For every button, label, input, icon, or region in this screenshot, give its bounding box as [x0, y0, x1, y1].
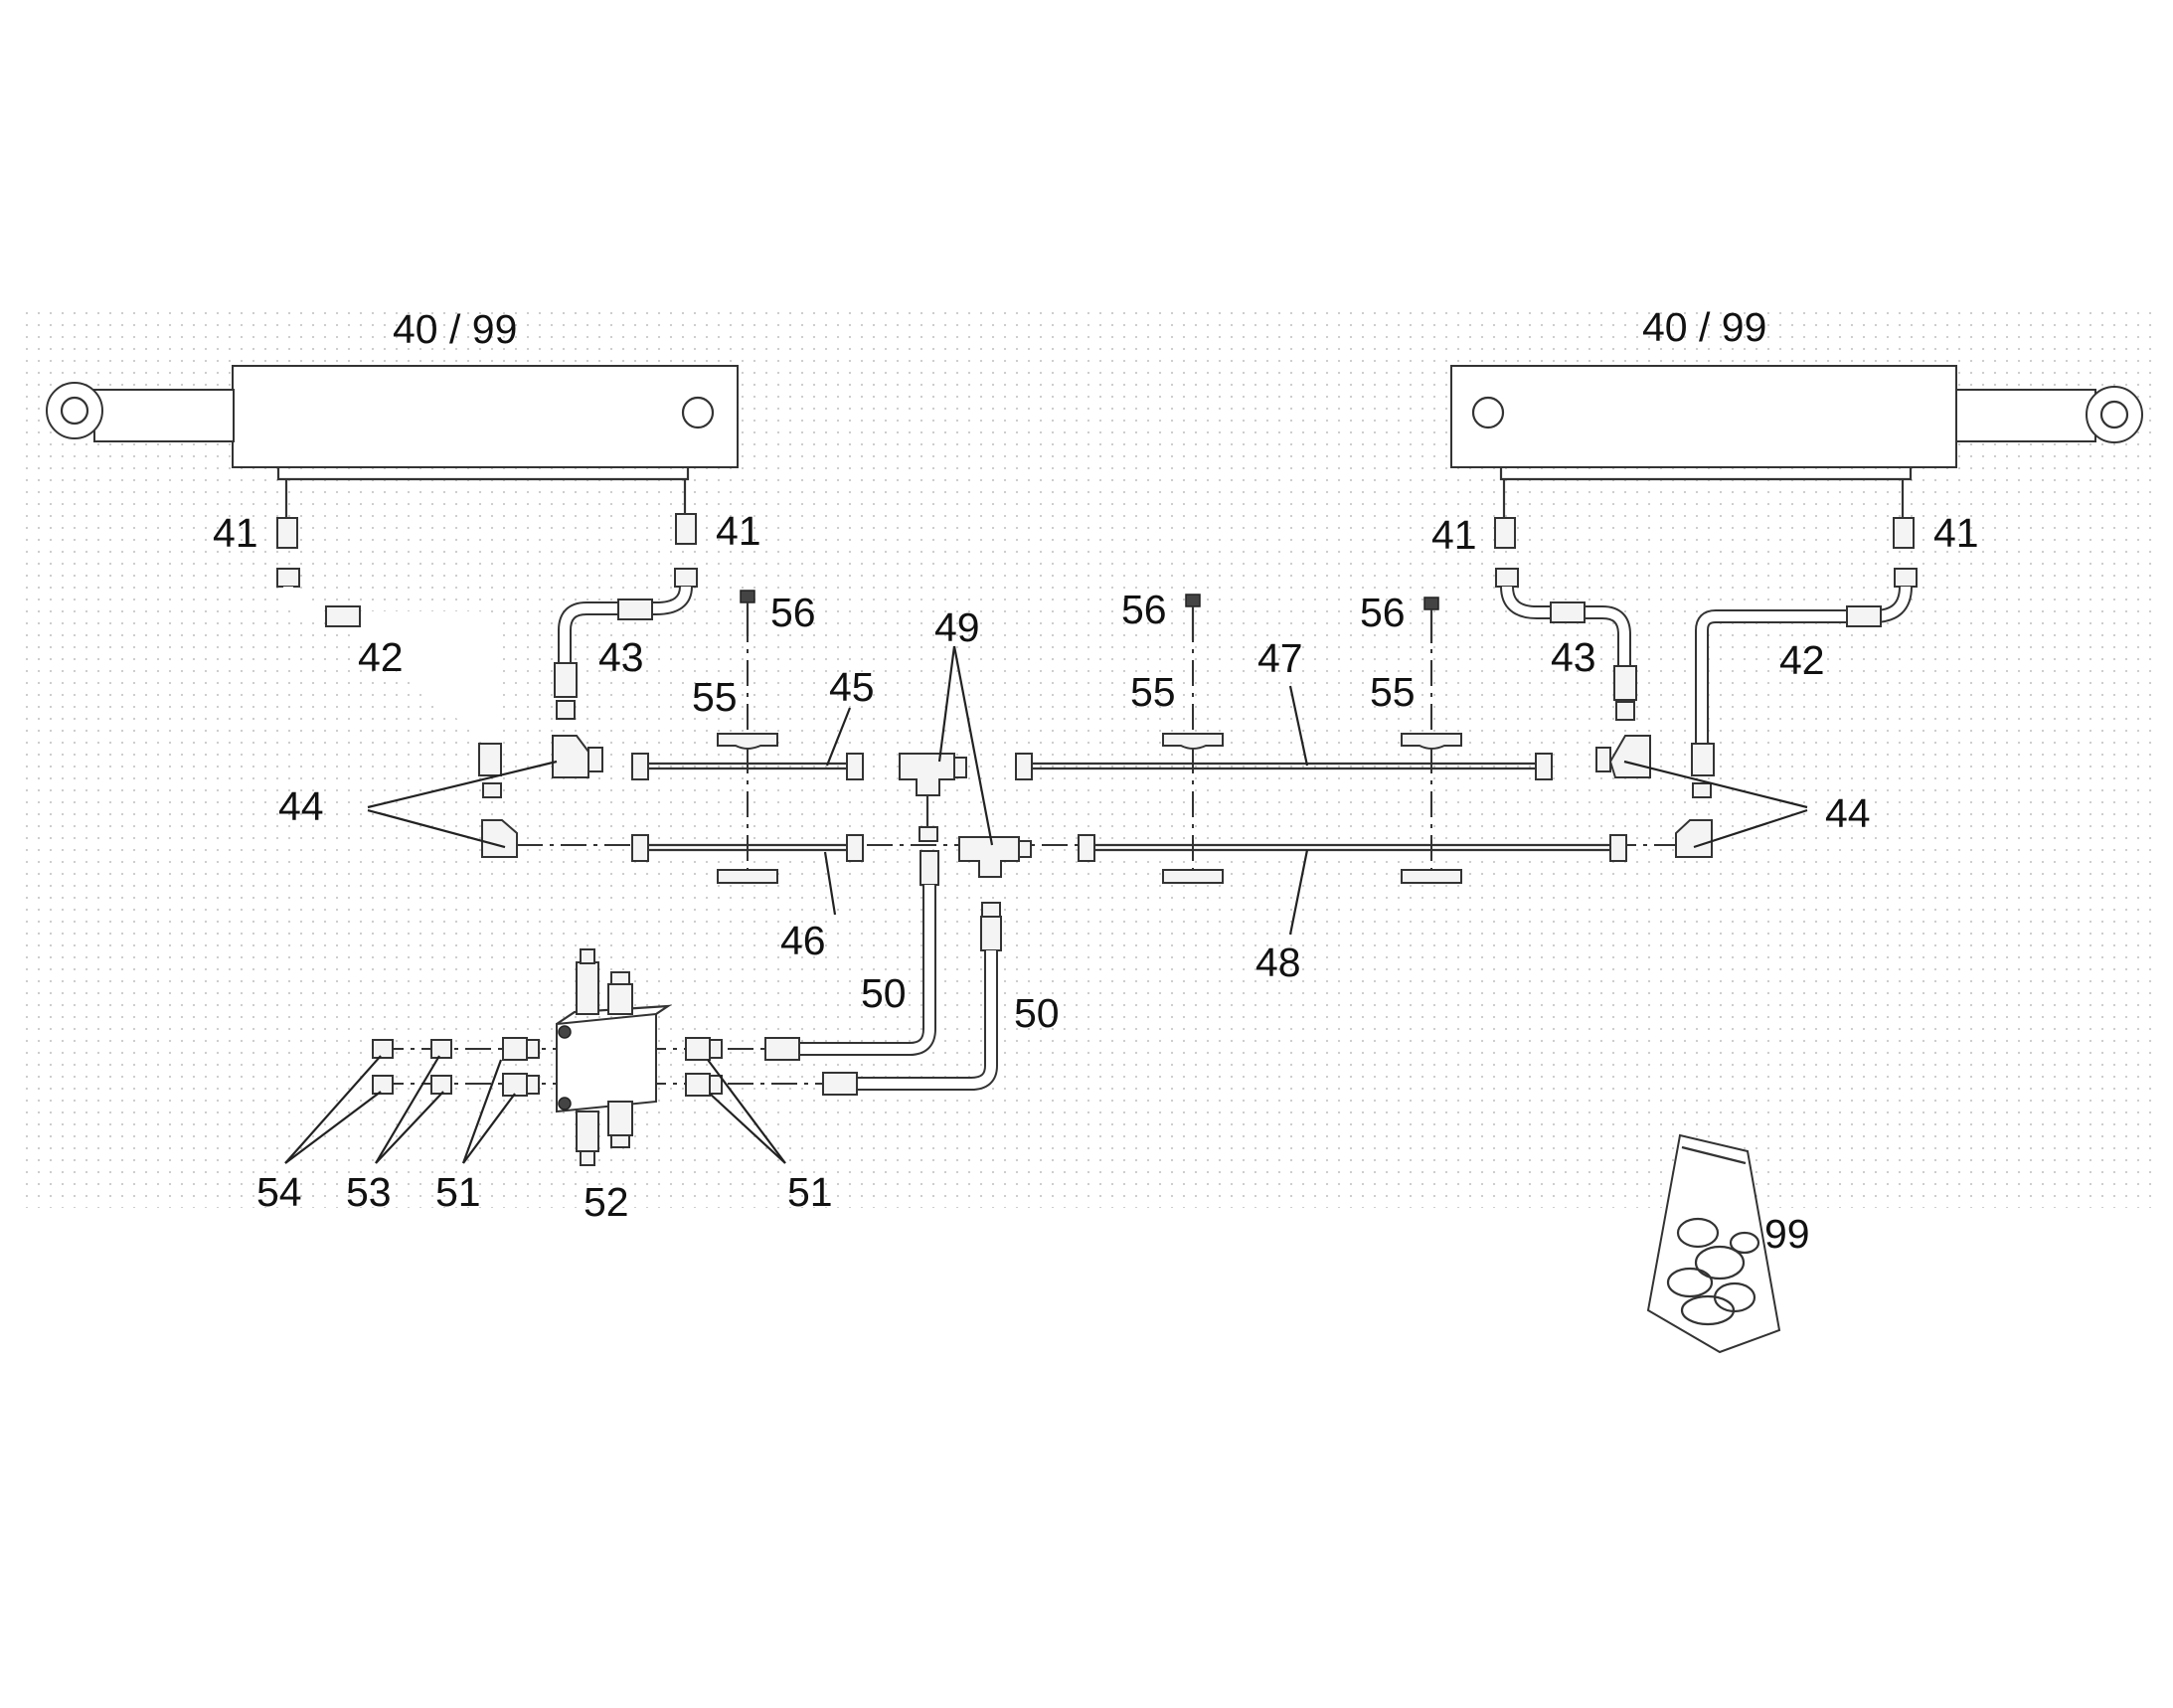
pipe-48	[1078, 834, 1627, 862]
label-cyl-left: 40 / 99	[393, 306, 517, 352]
label-51: 51	[435, 1169, 481, 1215]
leader-lines	[284, 645, 1808, 1164]
pipe-47	[1015, 753, 1553, 780]
clamp-55-right	[1401, 597, 1462, 884]
label-52: 52	[584, 1179, 629, 1225]
hose-50-b	[822, 902, 1002, 1096]
label-41: 41	[1933, 510, 1979, 556]
label-55: 55	[692, 674, 738, 720]
label-41: 41	[1431, 512, 1477, 558]
label-41: 41	[213, 510, 258, 556]
cylinder-left	[46, 365, 739, 517]
clamp-55-middle	[1162, 594, 1224, 884]
label-42: 42	[358, 634, 404, 680]
seal-kit-bag-99	[1646, 1133, 1781, 1354]
tee-49-lower	[958, 836, 1032, 878]
label-53: 53	[346, 1169, 392, 1215]
label-cyl-right: 40 / 99	[1642, 304, 1766, 350]
label-55: 55	[1130, 669, 1176, 715]
fitting-41-group	[276, 513, 1915, 549]
label-50: 50	[1014, 990, 1060, 1036]
label-99: 99	[1764, 1211, 1810, 1257]
label-56: 56	[770, 590, 816, 635]
hose-43-right	[1495, 568, 1637, 721]
hose-42-right	[1691, 568, 1918, 776]
label-56: 56	[1121, 587, 1167, 632]
hose-50-a	[764, 795, 939, 1061]
cylinder-right	[1450, 365, 2143, 517]
label-48: 48	[1255, 939, 1301, 985]
hose-43-left	[554, 568, 698, 720]
label-54: 54	[256, 1169, 302, 1215]
label-49: 49	[934, 604, 980, 650]
tee-49-upper	[899, 753, 967, 796]
label-42: 42	[1779, 637, 1825, 683]
label-55: 55	[1370, 669, 1416, 715]
hose-42-left	[276, 568, 502, 776]
label-50: 50	[861, 970, 907, 1016]
label-45: 45	[829, 664, 875, 710]
label-44: 44	[278, 783, 324, 829]
label-43: 43	[1551, 634, 1596, 680]
label-51: 51	[787, 1169, 833, 1215]
label-43: 43	[598, 634, 644, 680]
callout-labels: 40 / 99 40 / 99 41 41 41 41 42 42 43 43 …	[213, 304, 1979, 1257]
valve-block-52	[372, 948, 823, 1166]
label-41: 41	[716, 508, 761, 554]
label-56: 56	[1360, 590, 1406, 635]
clamp-55-left	[717, 590, 778, 884]
label-44: 44	[1825, 790, 1871, 836]
label-46: 46	[780, 918, 826, 963]
pipe-46	[631, 834, 864, 862]
elbow-44-group	[481, 735, 1713, 858]
label-47: 47	[1257, 635, 1303, 681]
